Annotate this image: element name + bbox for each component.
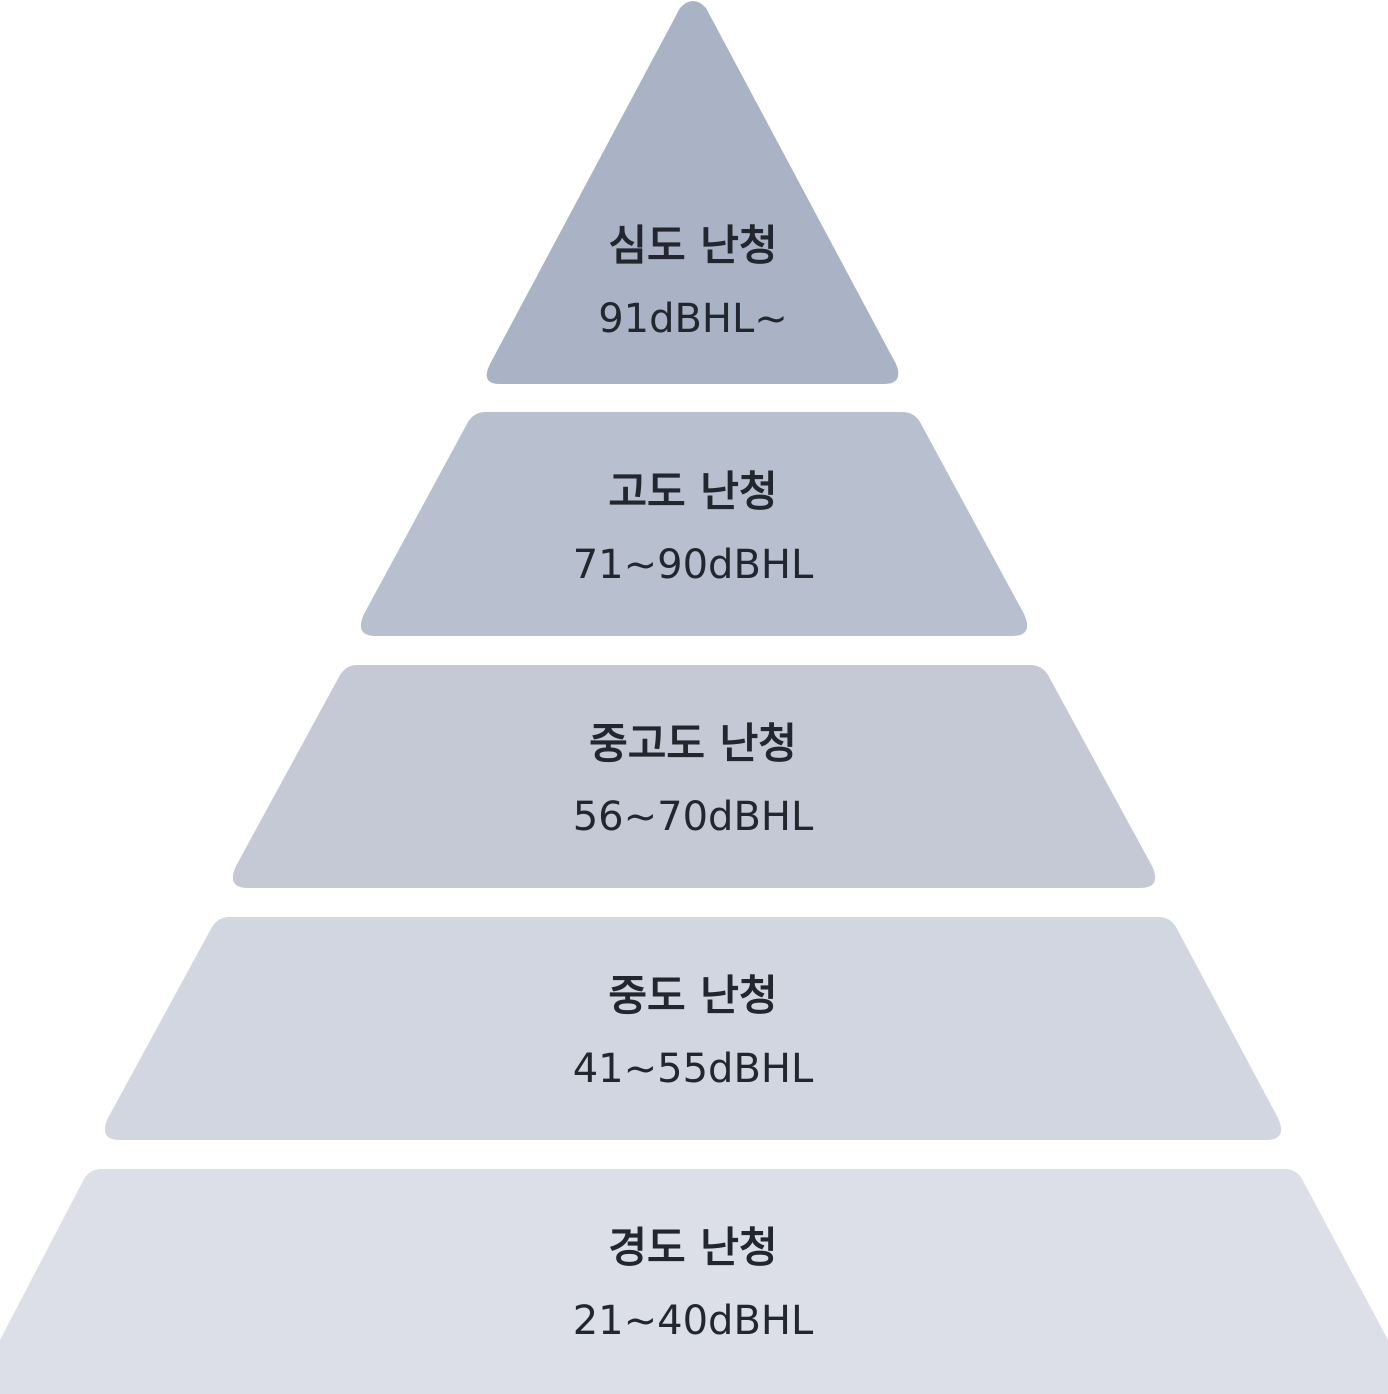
level-name: 심도 난청 (608, 221, 777, 270)
pyramid-level-moderate: 중도 난청 41~55dBHL (104, 917, 1282, 1140)
pyramid-level-moderately-severe: 중고도 난청 56~70dBHL (232, 665, 1156, 888)
level-name: 중도 난청 (608, 971, 777, 1020)
pyramid-tier-shape (104, 917, 1282, 1140)
level-name: 고도 난청 (608, 467, 777, 516)
level-range: 41~55dBHL (573, 1046, 814, 1092)
pyramid-tier-shape (0, 1169, 1388, 1394)
level-name: 경도 난청 (608, 1223, 777, 1272)
level-range: 56~70dBHL (573, 794, 814, 840)
pyramid-tier-shape (232, 665, 1156, 888)
level-range: 91dBHL~ (598, 296, 788, 342)
level-name: 중고도 난청 (589, 719, 797, 768)
pyramid-tier-shape (360, 412, 1028, 636)
pyramid-level-mild: 경도 난청 21~40dBHL (0, 1169, 1388, 1394)
level-range: 71~90dBHL (573, 542, 814, 588)
pyramid-level-severe: 고도 난청 71~90dBHL (360, 412, 1028, 636)
pyramid-level-profound: 심도 난청 91dBHL~ (486, 1, 899, 384)
pyramid-tier-shape (486, 1, 899, 384)
level-range: 21~40dBHL (573, 1298, 814, 1344)
